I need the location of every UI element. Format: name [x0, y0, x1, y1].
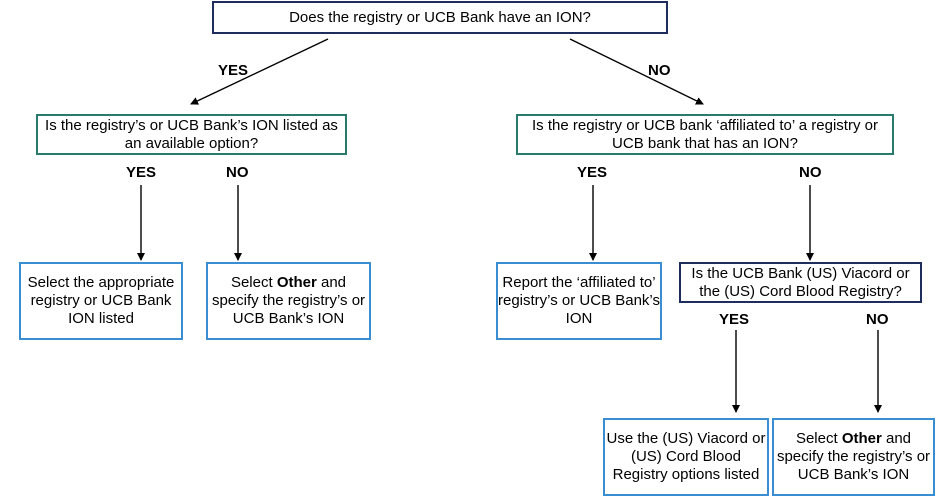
label-yes-top: YES — [218, 62, 249, 79]
label-no-affiliated: NO — [799, 164, 822, 181]
arrow-ion-no — [569, 38, 704, 105]
action-use-viacord: Use the (US) Viacord or (US) Cord Blood … — [603, 418, 769, 496]
question-ion-listed: Is the registry’s or UCB Bank’s ION list… — [36, 114, 347, 155]
label-no-viacord: NO — [866, 311, 889, 328]
label-yes-affiliated: YES — [577, 164, 608, 181]
action-select-other-2: Select Other and specify the registry’s … — [772, 418, 935, 496]
action-select-listed-ion: Select the appropriate registry or UCB B… — [19, 262, 183, 340]
label-yes-viacord: YES — [719, 311, 750, 328]
question-has-ion: Does the registry or UCB Bank have an IO… — [212, 1, 668, 34]
question-affiliated: Is the registry or UCB bank ‘affiliated … — [516, 114, 894, 155]
action-report-affiliated-ion: Report the ‘affiliated to’ registry’s or… — [496, 262, 662, 340]
label-no-top: NO — [648, 62, 671, 79]
label-yes-listed: YES — [126, 164, 157, 181]
question-viacord: Is the UCB Bank (US) Viacord or the (US)… — [679, 262, 922, 303]
arrow-ion-yes — [190, 38, 329, 105]
action-select-other: Select Other and specify the registry’s … — [206, 262, 371, 340]
label-no-listed: NO — [226, 164, 249, 181]
